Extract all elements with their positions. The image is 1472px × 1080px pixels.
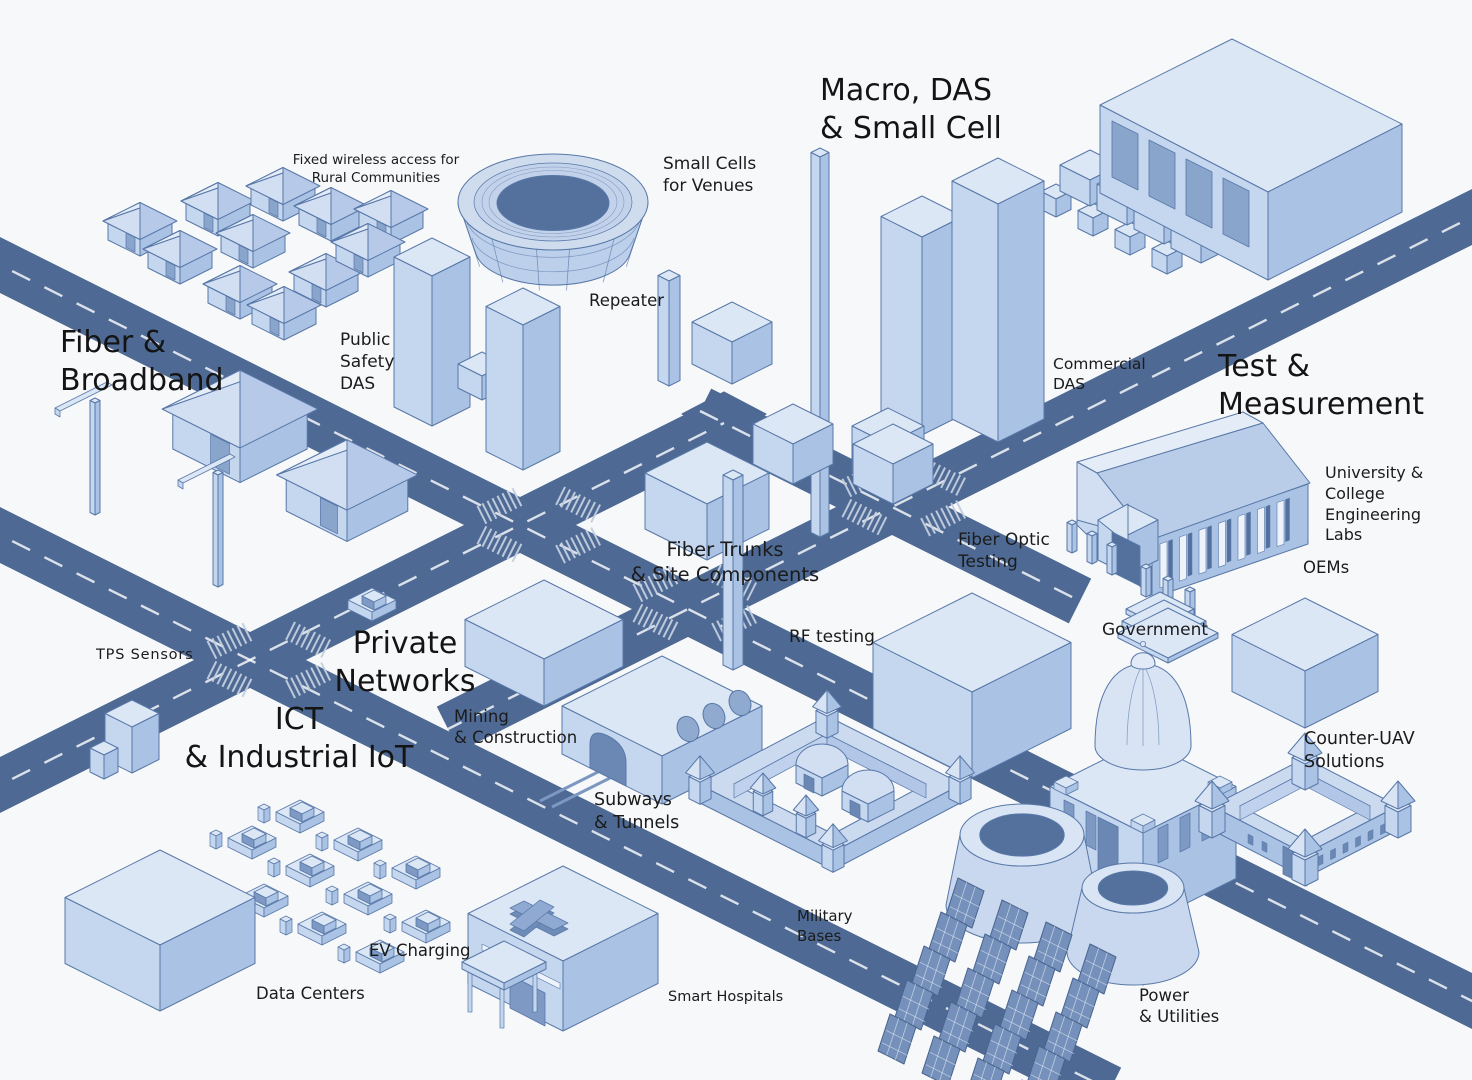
solar-panel	[1043, 1011, 1083, 1063]
house	[246, 286, 322, 341]
solar-panel	[894, 979, 934, 1031]
car	[343, 881, 393, 916]
solar-array	[877, 877, 1117, 1080]
solar-panel	[921, 1035, 961, 1080]
solar-panel	[928, 911, 968, 963]
car	[347, 587, 397, 622]
house	[202, 265, 278, 320]
private-networks-cube	[464, 579, 624, 707]
military-base	[685, 689, 975, 873]
warehouse-distribution	[1040, 38, 1403, 281]
car	[285, 853, 335, 888]
solar-panel	[970, 1057, 1005, 1080]
house	[215, 214, 291, 269]
solar-panel	[989, 899, 1029, 951]
house	[180, 182, 256, 237]
road-network	[0, 189, 1472, 1080]
solar-panel	[877, 1013, 917, 1065]
broadband-barns	[161, 369, 418, 542]
house	[288, 253, 364, 308]
car	[227, 825, 277, 860]
road-vehicles	[89, 587, 397, 780]
stadium-venue	[457, 153, 649, 291]
counter-uav-castle	[1194, 732, 1416, 887]
rural-houses	[102, 167, 429, 341]
entrance-canopy	[461, 940, 547, 1029]
car	[275, 799, 325, 834]
subway-tunnel	[539, 655, 763, 809]
truck	[89, 699, 160, 780]
university-building	[1066, 411, 1311, 664]
car	[333, 827, 383, 862]
solar-panel	[982, 1023, 1022, 1075]
house	[276, 439, 418, 542]
fiber-poles	[54, 381, 236, 588]
solar-panel	[955, 967, 995, 1019]
solar-panel	[1033, 921, 1073, 973]
solar-panel	[1016, 955, 1056, 1007]
solar-panel	[938, 1001, 978, 1053]
solar-panel	[945, 877, 985, 929]
medical-cross-icon	[509, 899, 569, 938]
oems-cube	[1231, 597, 1379, 729]
house	[245, 167, 321, 222]
solar-panel	[1077, 943, 1117, 995]
data-center-cube	[64, 849, 256, 1012]
car	[297, 911, 347, 946]
public-safety-das-towers	[393, 237, 561, 471]
solar-panel	[999, 989, 1039, 1041]
rf-testing-pole	[722, 469, 744, 671]
house	[330, 223, 406, 278]
house	[161, 369, 319, 484]
car	[355, 939, 405, 974]
site-buildings	[752, 403, 934, 505]
utility-pole	[54, 381, 113, 516]
house	[142, 230, 218, 285]
repeater-pole	[657, 269, 773, 387]
house	[293, 187, 369, 242]
ev-charging-lot	[209, 799, 451, 974]
solar-panel	[972, 933, 1012, 985]
power-cooling-towers	[945, 803, 1200, 986]
car	[391, 855, 441, 890]
utility-pole	[177, 453, 236, 588]
fiber-optic-cube	[872, 592, 1072, 779]
solar-panel	[1060, 977, 1100, 1029]
quonset-huts	[795, 743, 895, 823]
smart-hospital	[461, 865, 659, 1032]
car	[401, 909, 451, 944]
solar-panel	[1027, 1045, 1066, 1080]
solar-panel	[911, 945, 951, 997]
